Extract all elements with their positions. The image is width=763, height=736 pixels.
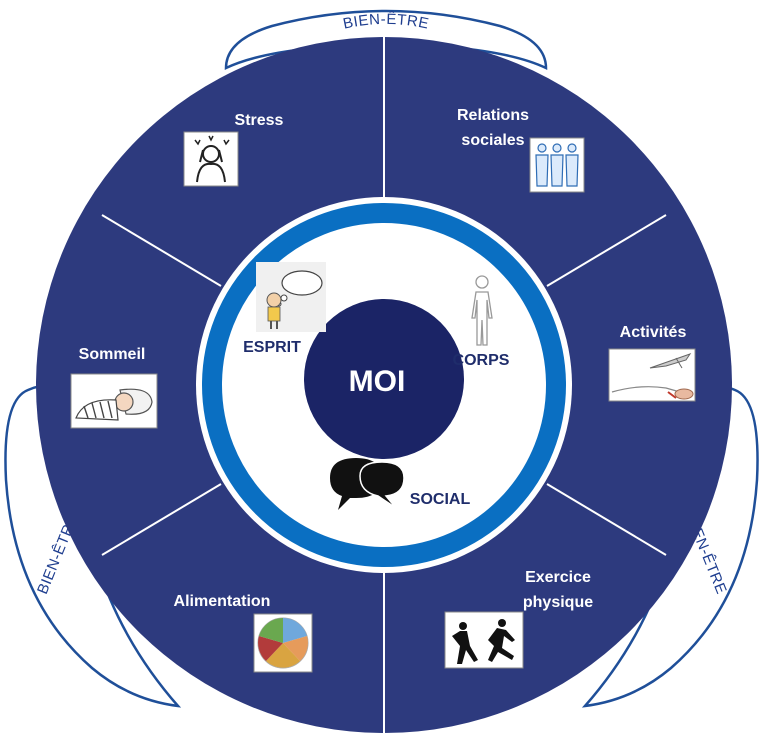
segment-label-activities: Activités xyxy=(620,324,687,341)
segment-label-exercise-1: Exercice xyxy=(525,569,591,586)
body-outline-icon xyxy=(471,275,493,346)
mind-label: ESPRIT xyxy=(243,339,301,356)
wellbeing-label-top: BIEN-ÊTRE xyxy=(341,11,430,33)
speech-bubbles-icon xyxy=(330,458,405,510)
food-plate-icon xyxy=(253,613,313,673)
center-label: MOI xyxy=(349,365,406,398)
segment-label-nutrition: Alimentation xyxy=(174,593,271,610)
drawing-hand-icon xyxy=(608,348,696,402)
center-circle xyxy=(304,299,464,459)
blue-ring xyxy=(202,203,566,567)
people-icon xyxy=(529,137,585,193)
segment-label-stress: Stress xyxy=(235,112,284,129)
segment-dividers xyxy=(101,37,667,733)
thinking-child-icon xyxy=(256,262,326,332)
stress-icon xyxy=(183,131,239,187)
segment-label-exercise-2: physique xyxy=(523,594,593,611)
segment-label-social-relations-2: sociales xyxy=(461,132,524,149)
segment-label-social-relations-1: Relations xyxy=(457,107,529,124)
exercise-icon xyxy=(444,611,524,669)
body-label: CORPS xyxy=(453,352,510,369)
segment-label-sleep: Sommeil xyxy=(79,346,146,363)
social-label: SOCIAL xyxy=(410,491,471,508)
sleeping-person-icon xyxy=(70,373,158,429)
